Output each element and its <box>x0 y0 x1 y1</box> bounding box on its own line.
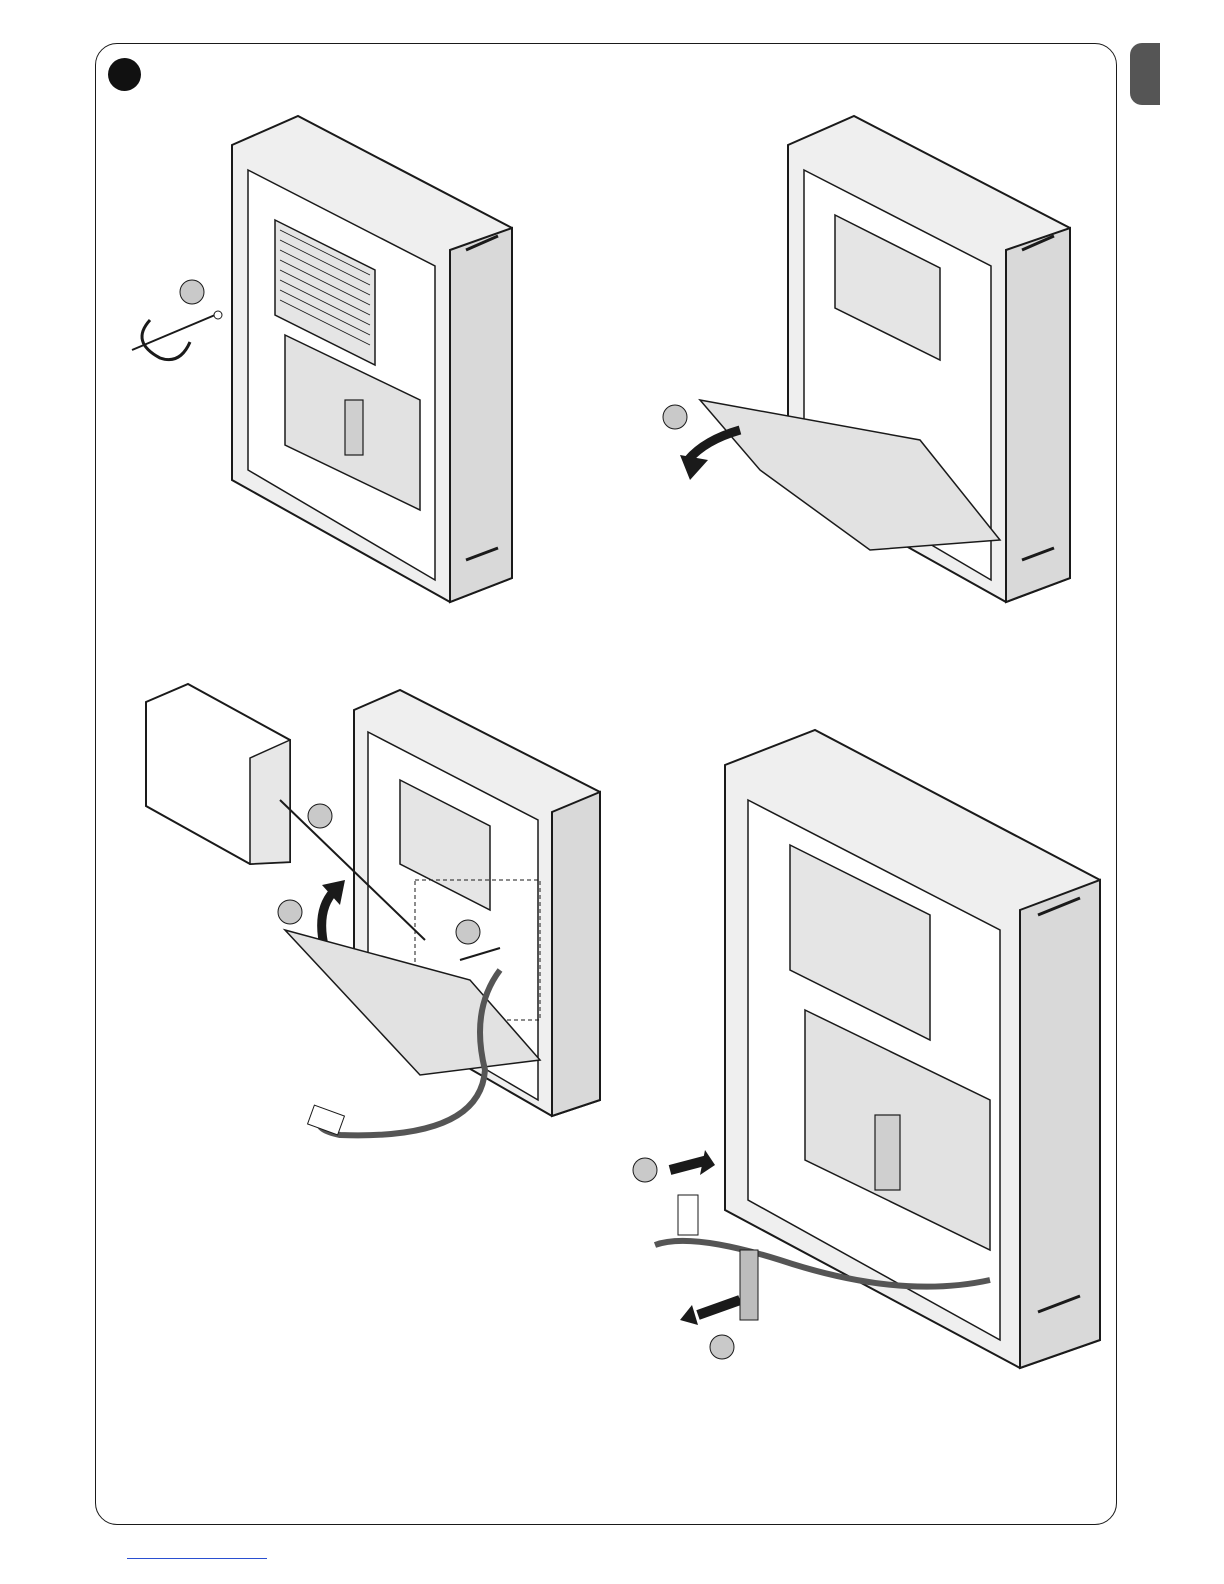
step-connect-battery-panel <box>630 720 1110 1370</box>
step-tilt-board-out-panel <box>660 110 1080 610</box>
language-tab[interactable] <box>1130 43 1160 105</box>
figure-number-badge <box>108 58 141 91</box>
step-insert-battery-panel <box>140 680 610 1160</box>
step-remove-screw-panel <box>120 110 520 610</box>
enclosure-illustration-2 <box>660 110 1080 610</box>
enclosure-illustration-1 <box>120 110 520 610</box>
footer-link-underline[interactable] <box>127 1558 267 1559</box>
enclosure-illustration-4 <box>630 720 1110 1370</box>
enclosure-illustration-3 <box>140 680 610 1160</box>
